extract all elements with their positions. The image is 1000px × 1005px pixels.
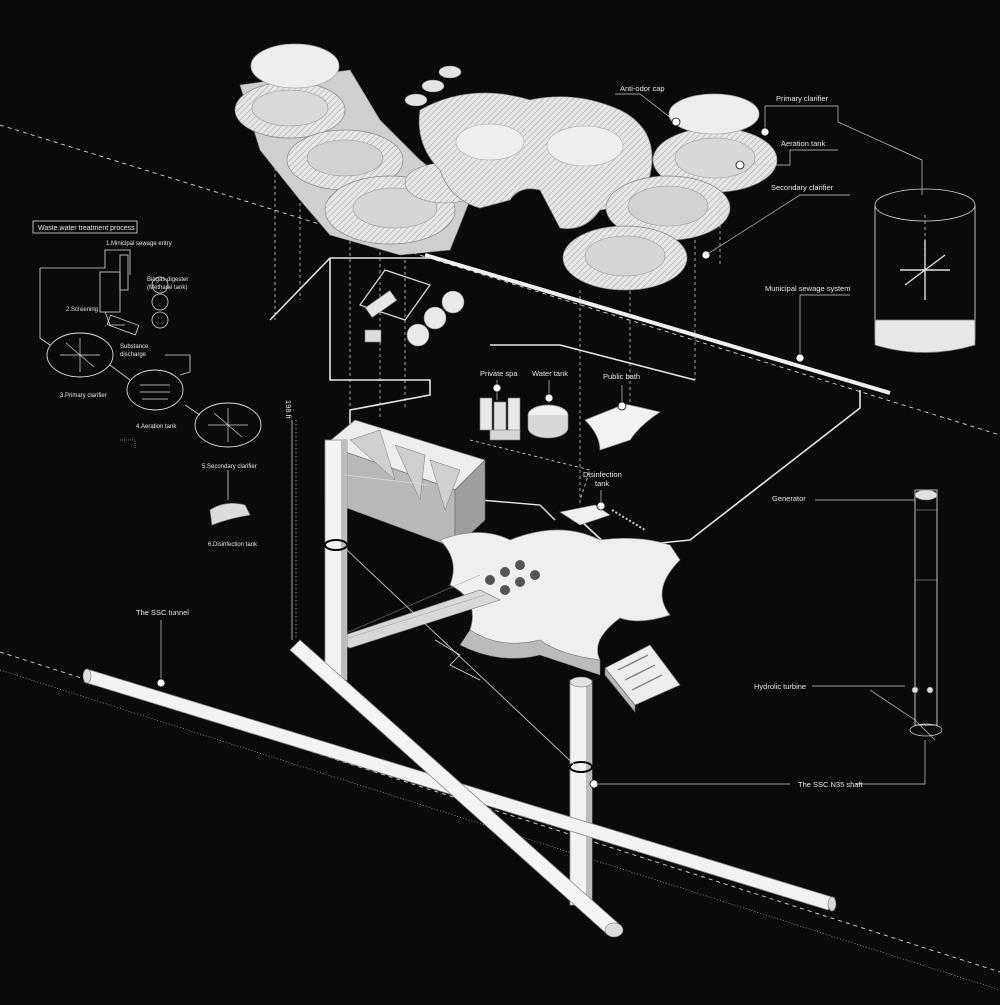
biogas-digesters	[406, 290, 465, 347]
legend-step-1: 1.Minicipal sewage entry	[106, 241, 172, 247]
disinfection-tank-label-l2: tank	[595, 479, 609, 488]
legend-step-6: 6.Disinfection tank	[208, 542, 258, 548]
aeration-tank-label: Aeration tank	[781, 139, 825, 148]
legend-substance-l2: discharge	[120, 352, 147, 358]
left-shaft	[324, 439, 348, 681]
legend-biogas-l2: (Methane tank)	[147, 285, 187, 291]
hydrolic-turbine-label: Hydrolic turbine	[754, 682, 806, 691]
ssc-shaft-label: The SSC N35 shaft	[798, 780, 864, 789]
generator-label: Generator	[772, 494, 806, 503]
secondary-clarifier-label: Secondary clarifier	[771, 183, 834, 192]
diagonal-tunnel	[289, 639, 624, 938]
process-legend: Waste water treatment process 1.Minicipa…	[32, 220, 262, 548]
legend-substance-l1: Substance	[120, 344, 149, 350]
primary-clarifier-label: Primary clarifier	[776, 94, 829, 103]
public-bath-label: Public bath	[603, 372, 640, 381]
central-plaza	[418, 92, 653, 229]
generator-detail	[869, 489, 943, 741]
legend-biogas-l1: Biogas digester	[147, 277, 188, 283]
municipal-sewage-pipe	[424, 253, 891, 395]
ground-line-upper	[0, 124, 1000, 436]
screening-unit	[359, 269, 431, 343]
lower-platform	[329, 529, 681, 676]
treatment-plant-cluster	[234, 43, 778, 291]
anti-odor-cap-left	[250, 43, 340, 89]
anti-odor-cap-label: Anti-odor cap	[620, 84, 665, 93]
left-tank-column	[234, 69, 486, 256]
legend-step-3: 3.Primary clarifier	[60, 393, 107, 399]
small-caps	[404, 65, 462, 107]
private-spa	[479, 397, 521, 441]
bottom-right-tank	[604, 644, 681, 713]
clarifier-detail	[874, 188, 976, 353]
right-shaft	[569, 676, 593, 906]
legend-step-5: 5.Secondary clarifier	[202, 464, 257, 470]
legend-title-box	[32, 220, 138, 234]
right-tank-column	[562, 127, 778, 291]
depth-label: 198 ft	[284, 400, 293, 420]
private-spa-label: Private spa	[480, 369, 518, 378]
annotations: Anti-odor cap Primary clarifier Aeration…	[136, 84, 926, 789]
legend-title: Waste water treatment process	[38, 225, 135, 232]
disinfection-tank	[559, 504, 646, 531]
municipal-sewage-label: Municipal sewage system	[765, 284, 850, 293]
water-tank	[527, 404, 569, 439]
anti-odor-cap-right	[668, 93, 760, 135]
legend-step-2: 2.Screening	[66, 307, 98, 313]
depth-ruler: 198 ft	[284, 400, 297, 640]
legend-step-4: 4.Aeration tank	[136, 424, 177, 430]
flow-lines	[269, 150, 861, 549]
ssc-tunnel-label: The SSC tunnel	[136, 608, 189, 617]
public-bath	[584, 403, 661, 451]
upper-tank-slab	[324, 419, 486, 549]
disinfection-tank-label-l1: Disinfection	[583, 470, 622, 479]
frame-lines	[344, 474, 581, 771]
water-tank-label: Water tank	[532, 369, 568, 378]
